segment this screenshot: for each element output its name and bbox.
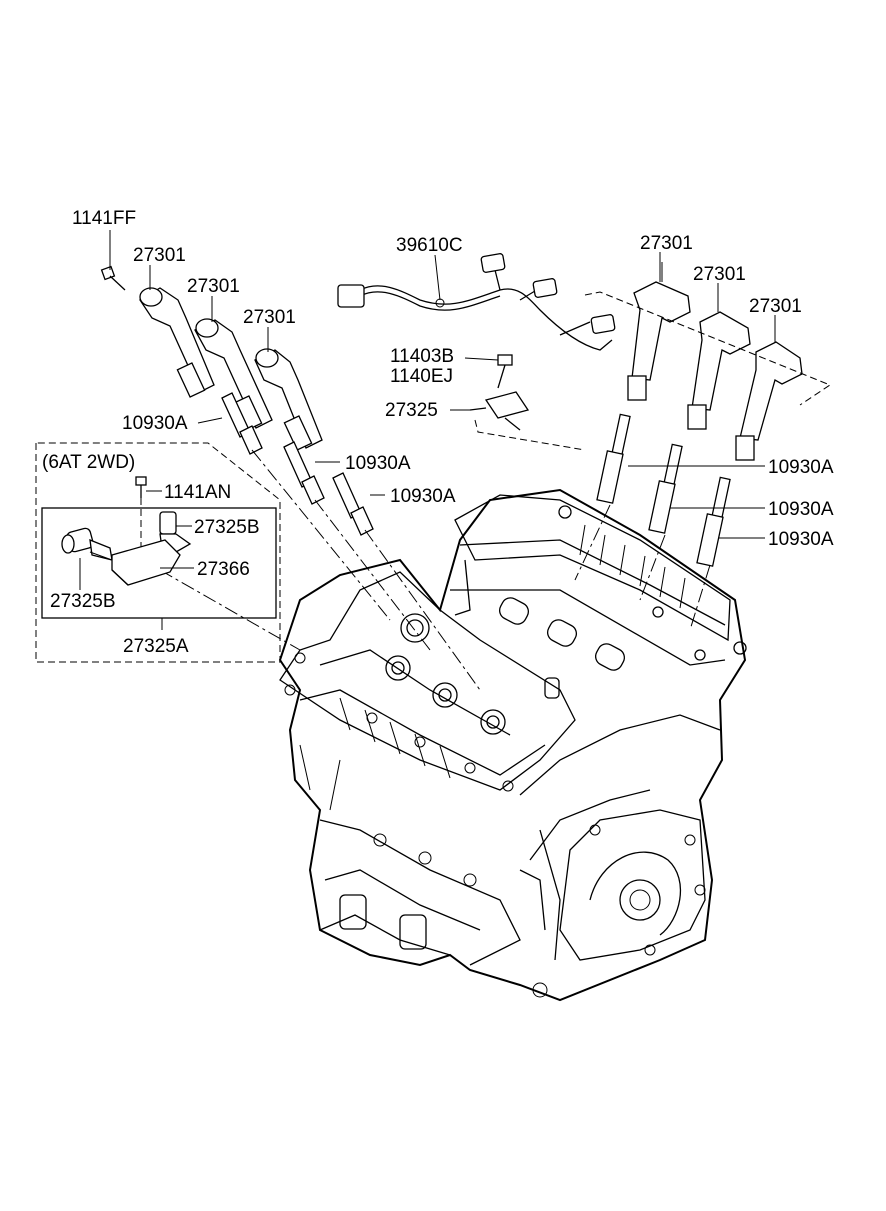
ignition-coil-right-1 bbox=[627, 262, 691, 401]
label-sensor-27325B-right: 27325B bbox=[194, 517, 260, 538]
bolt-1141FF bbox=[100, 265, 126, 291]
spark-plug-left-2 bbox=[283, 441, 325, 505]
label-group-6at-2wd: (6AT 2WD) bbox=[42, 452, 135, 473]
leader-lines bbox=[79, 230, 776, 630]
spark-plug-left-1 bbox=[221, 392, 263, 455]
label-coil-right-1: 27301 bbox=[640, 233, 693, 254]
label-plug-right-2: 10930A bbox=[768, 499, 834, 520]
label-1141AN: 1141AN bbox=[164, 482, 231, 503]
spark-plug-right-3 bbox=[696, 476, 731, 567]
engine-block bbox=[278, 488, 747, 1002]
wiring-harness-39610C bbox=[337, 253, 616, 351]
label-coil-left-1: 27301 bbox=[133, 245, 186, 266]
label-1140EJ: 1140EJ bbox=[390, 366, 453, 387]
label-plug-left-1: 10930A bbox=[122, 413, 188, 434]
ignition-coil-right-3 bbox=[735, 341, 803, 461]
label-11403B: 11403B bbox=[390, 346, 454, 367]
label-plug-right-1: 10930A bbox=[768, 457, 834, 478]
label-coil-left-2: 27301 bbox=[187, 276, 240, 297]
condenser-27325 bbox=[469, 391, 530, 431]
label-coil-left-3: 27301 bbox=[243, 307, 296, 328]
label-plug-left-2: 10930A bbox=[345, 453, 411, 474]
label-coil-right-3: 27301 bbox=[749, 296, 802, 317]
label-plug-left-3: 10930A bbox=[390, 486, 456, 507]
ignition-coil-right-2 bbox=[687, 311, 751, 430]
spark-plug-right-2 bbox=[648, 443, 683, 534]
ignition-coil-left-1 bbox=[139, 287, 215, 398]
spark-plug-right-1 bbox=[596, 413, 631, 504]
part-labels: 1141FF 27301 27301 27301 39610C 27301 27… bbox=[42, 208, 834, 657]
bolt-11403B bbox=[497, 354, 513, 389]
label-bracket-27366: 27366 bbox=[197, 559, 250, 580]
ignition-coil-left-2 bbox=[194, 318, 273, 431]
spark-plug-left-3 bbox=[332, 472, 374, 536]
label-harness-39610C: 39610C bbox=[396, 235, 463, 256]
reference-lines bbox=[159, 291, 832, 691]
label-sensor-27325B-left: 27325B bbox=[50, 591, 116, 612]
harness-connector-main bbox=[337, 284, 365, 308]
variant-group-6at-2wd bbox=[35, 442, 281, 663]
label-1141FF: 1141FF bbox=[72, 208, 136, 229]
label-condenser-27325: 27325 bbox=[385, 400, 438, 421]
ignition-coil-left-3 bbox=[254, 348, 323, 451]
label-plug-right-3: 10930A bbox=[768, 529, 834, 550]
label-coil-right-2: 27301 bbox=[693, 264, 746, 285]
label-assembly-27325A: 27325A bbox=[123, 636, 189, 657]
